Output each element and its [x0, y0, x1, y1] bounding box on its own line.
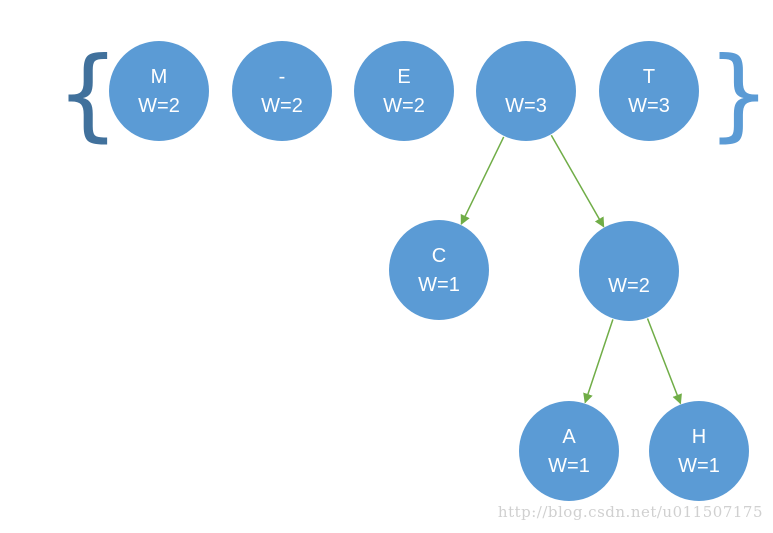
node-a: A W=1 — [519, 401, 619, 501]
node-c: C W=1 — [389, 220, 489, 320]
node-symbol: T — [643, 66, 655, 88]
node-symbol: - — [279, 66, 286, 88]
node-weight: W=2 — [261, 95, 303, 117]
node-weight: W=2 — [383, 95, 425, 117]
node-h: H W=1 — [649, 401, 749, 501]
edge-root-to-inner — [550, 134, 605, 228]
watermark-url: http://blog.csdn.net/u011507175 — [497, 503, 763, 521]
node-weight: W=1 — [548, 455, 590, 477]
node-weight: W=3 — [628, 95, 670, 117]
edges-group — [460, 134, 682, 405]
node-weight: W=2 — [608, 275, 650, 297]
node-circle — [519, 401, 619, 501]
node-root: W=3 — [476, 41, 576, 141]
edge-inner-to-a — [583, 319, 614, 404]
close-brace: } — [707, 35, 771, 152]
open-brace: { — [56, 35, 120, 152]
node-weight: W=3 — [505, 95, 547, 117]
node-circle — [599, 41, 699, 141]
node-symbol: A — [562, 426, 576, 448]
node-circle — [389, 220, 489, 320]
node-circle — [109, 41, 209, 141]
node-symbol: E — [397, 66, 410, 88]
node-circle — [649, 401, 749, 501]
edge-root-to-c — [460, 136, 505, 225]
node-symbol: H — [692, 426, 706, 448]
node-circle — [354, 41, 454, 141]
node-circle — [476, 41, 576, 141]
node-dash: - W=2 — [232, 41, 332, 141]
node-weight: W=1 — [418, 274, 460, 296]
node-symbol: C — [432, 245, 446, 267]
node-e: E W=2 — [354, 41, 454, 141]
node-m: M W=2 — [109, 41, 209, 141]
node-circle — [579, 221, 679, 321]
node-inner: W=2 — [579, 221, 679, 321]
edge-inner-to-h — [646, 318, 682, 405]
node-weight: W=2 — [138, 95, 180, 117]
node-weight: W=1 — [678, 455, 720, 477]
node-symbol: M — [151, 66, 168, 88]
node-circle — [232, 41, 332, 141]
node-t: T W=3 — [599, 41, 699, 141]
